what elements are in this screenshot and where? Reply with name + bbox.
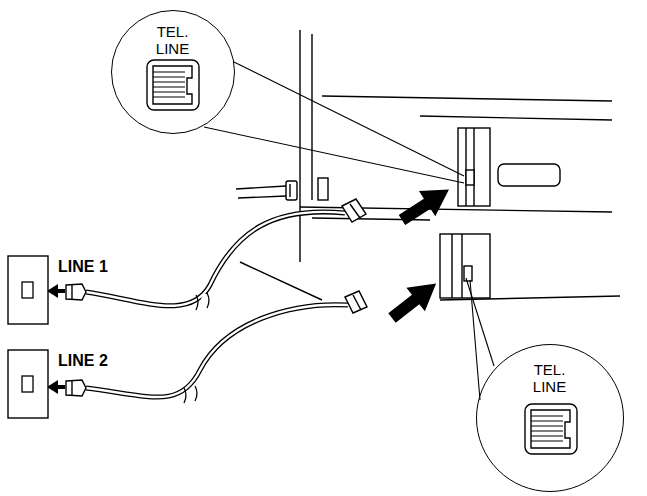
leader-line — [204, 62, 494, 400]
jack-socket — [22, 376, 33, 392]
jack-socket — [22, 282, 33, 298]
line-label: LINE 2 — [58, 352, 108, 370]
telephone-cord — [86, 212, 348, 397]
upper-port-panel — [458, 128, 490, 206]
insert-arrow — [383, 177, 457, 330]
wall-jack: LINE 1 — [6, 252, 126, 328]
modular-plug — [342, 199, 367, 313]
wall-plate — [8, 350, 48, 418]
port-label: TEL. LINE — [149, 23, 197, 58]
modular-plug — [66, 284, 86, 396]
insert-arrow — [47, 284, 65, 394]
line-label: LINE 1 — [58, 258, 108, 276]
power-cord — [236, 181, 297, 200]
break-mark — [184, 293, 212, 404]
wall-jack: LINE 2 — [6, 346, 126, 422]
lower-port-panel — [440, 234, 490, 298]
jack-icon — [147, 60, 577, 454]
wall-plate — [8, 256, 48, 324]
machine-housing — [240, 30, 620, 300]
magnified-callout: TEL. LINE — [476, 344, 624, 492]
magnified-callout: TEL. LINE — [111, 10, 235, 134]
port-label: TEL. LINE — [526, 361, 574, 396]
